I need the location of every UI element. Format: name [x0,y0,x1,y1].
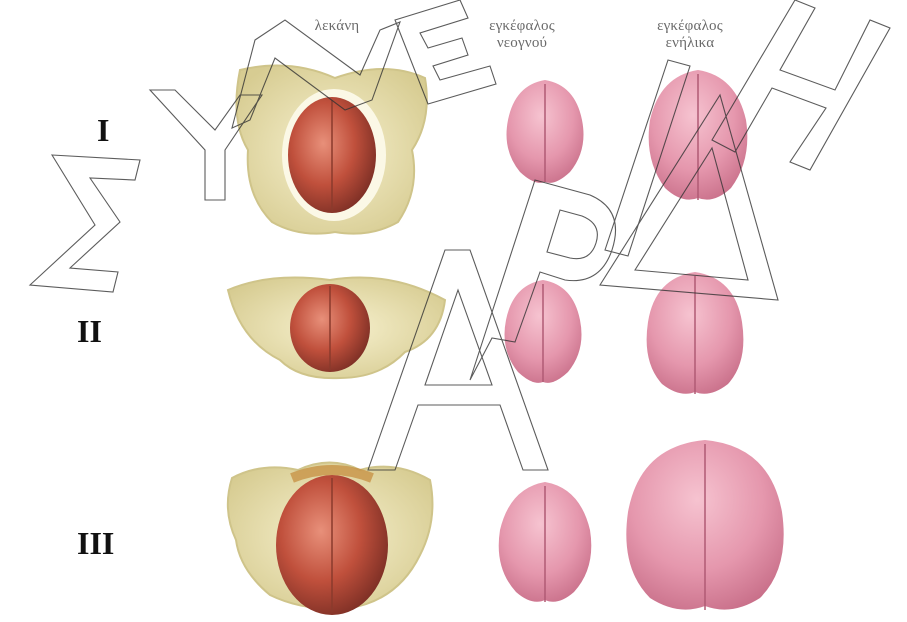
newborn-brain-2 [505,280,582,383]
pelvis-2 [228,278,445,379]
pelvis-3 [228,463,433,616]
newborn-brain-3 [499,482,592,602]
adult-brain-1 [649,70,748,200]
pelvis-1 [236,66,426,234]
adult-brain-3 [626,440,783,610]
newborn-brain-1 [507,80,584,183]
watermark-outline [30,0,890,470]
